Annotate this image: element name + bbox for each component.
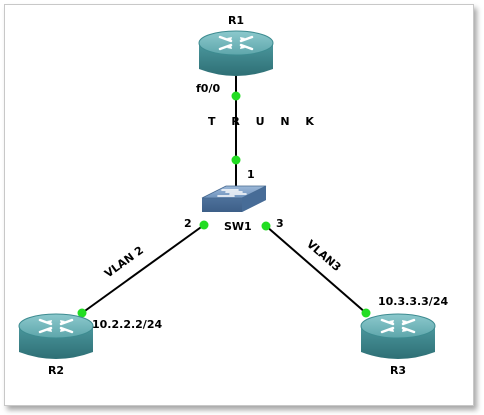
sw1-port3-label: 3 — [276, 217, 284, 230]
link-dot-r1-f0-0 — [231, 91, 241, 101]
vlan2-link[interactable] — [81, 224, 205, 314]
r3-ip-label: 10.3.3.3/24 — [378, 295, 448, 308]
link-dot-sw1-port1 — [231, 155, 241, 165]
switch-sw1-icon[interactable] — [201, 185, 267, 212]
link-dot-r3 — [361, 308, 371, 318]
vlan2-label: VLAN 2 — [102, 244, 146, 281]
sw1-label: SW1 — [224, 220, 252, 233]
link-dot-sw1-port3 — [261, 221, 271, 231]
r2-label: R2 — [48, 364, 64, 377]
links — [81, 70, 367, 314]
r3-label: R3 — [390, 364, 406, 377]
link-dot-sw1-port2 — [199, 220, 209, 230]
trunk-label: T R U N K — [208, 115, 320, 128]
router-r1-icon[interactable] — [197, 29, 275, 78]
link-endpoints — [77, 91, 371, 318]
r1-label: R1 — [228, 14, 244, 27]
router-r3-icon[interactable] — [359, 312, 437, 361]
sw1-port1-label: 1 — [247, 168, 255, 181]
link-dot-r2 — [77, 308, 87, 318]
vlan3-label: VLAN3 — [304, 237, 343, 274]
r2-ip-label: 10.2.2.2/24 — [92, 318, 162, 331]
router-r2-icon[interactable] — [17, 312, 95, 361]
vlan3-link[interactable] — [265, 225, 367, 314]
r1-port-label: f0/0 — [196, 82, 220, 95]
sw1-port2-label: 2 — [184, 217, 192, 230]
